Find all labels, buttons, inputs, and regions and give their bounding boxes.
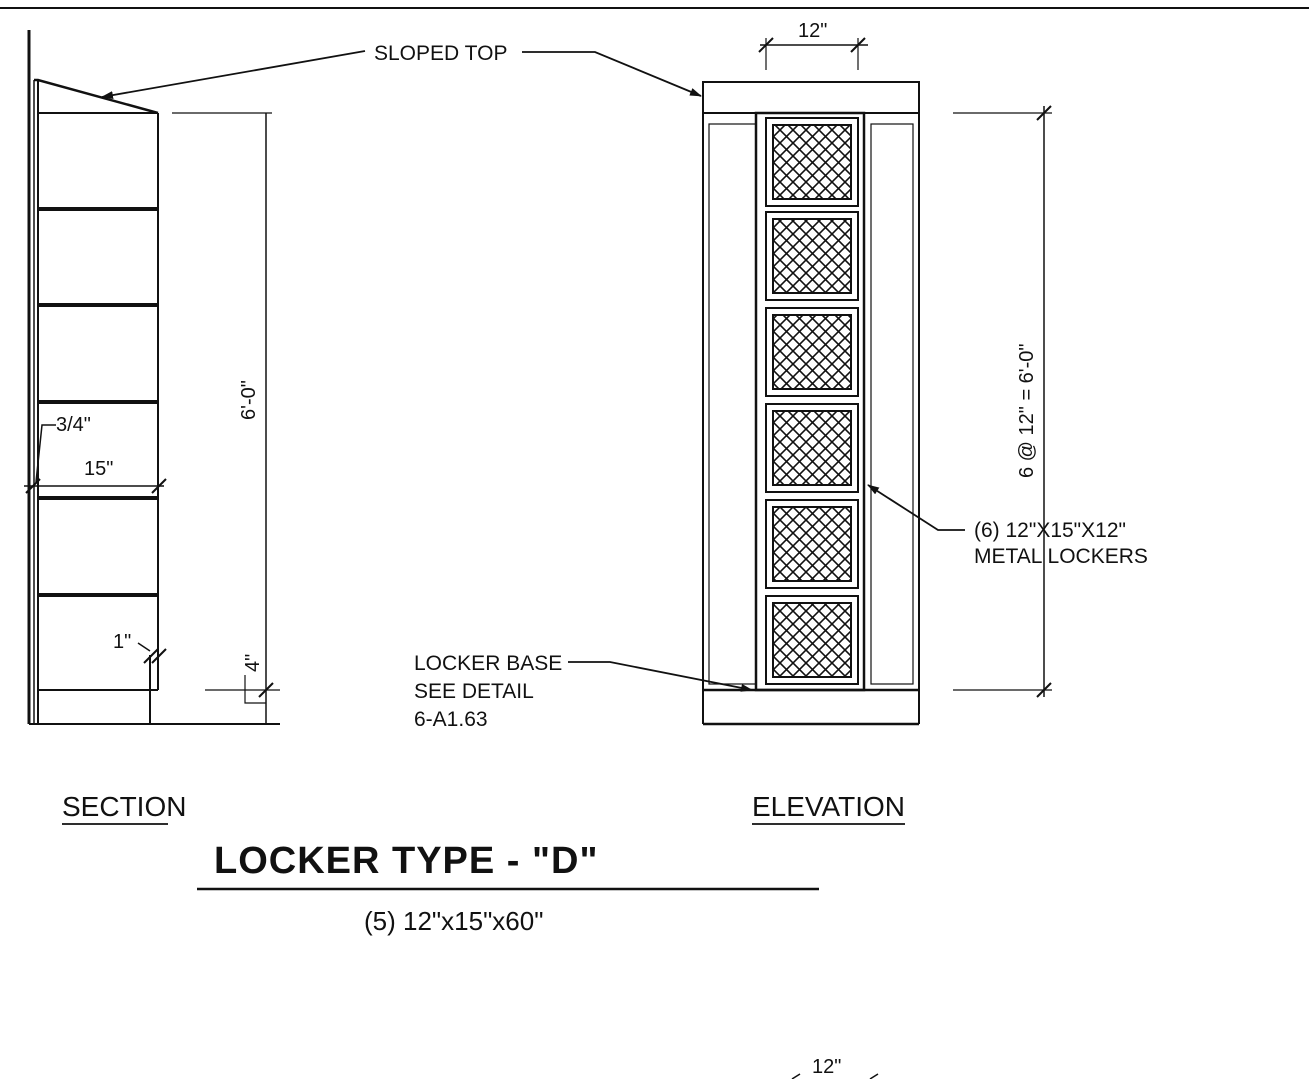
section-view-label: SECTION [62,791,186,822]
metal-lockers-label-line1: (6) 12"X15"X12" [974,519,1126,542]
metal-lockers-label-line2: METAL LOCKERS [974,545,1148,568]
locker-door [765,595,859,685]
gap-leader [137,642,151,652]
section-shelves [38,112,158,691]
right-side-panel-inner [870,123,914,685]
base-dim-leader [244,675,266,704]
locker-base-label-line3: 6-A1.63 [414,708,488,731]
shelf-thickness-leader [35,424,56,483]
section-height-label: 6'-0" [238,380,260,420]
locker-door [765,403,859,493]
elevation-top-cap [702,81,920,114]
locker-base-label-line2: SEE DETAIL [414,680,534,703]
left-side-panel [702,112,757,691]
elev-height-tick-top [1036,105,1052,121]
width-tick-left [758,37,774,53]
sloped-top-leader-left [101,50,366,100]
metal-lockers-leader [867,484,965,531]
locker-base-label-line1: LOCKER BASE [414,652,562,675]
depth-tick-left [25,478,41,494]
locker-door [765,307,859,397]
depth-dimension-label: 15" [84,458,113,480]
width-dimension-label: 12" [798,20,827,42]
gap-tick [151,648,167,664]
locker-base-callout: LOCKER BASE SEE DETAIL 6-A1.63 [414,652,753,731]
locker-door [765,117,859,207]
elevation-view-label: ELEVATION [752,791,905,822]
depth-tick-right [151,478,167,494]
partial-dim-mark [869,1073,879,1079]
sloped-top-leader-right [522,51,702,97]
locker-door [765,499,859,589]
sloped-top-callout: SLOPED TOP [101,42,702,100]
partial-dim-mark [791,1073,801,1079]
shelf-thickness-label: 3/4" [56,414,91,436]
gap-tick [143,648,159,664]
base-dim-tick [258,682,274,698]
locker-column-frame [754,111,866,692]
right-side-panel [863,112,920,691]
locker-doors [765,117,859,685]
sloped-top-label: SLOPED TOP [374,42,507,65]
elevation-view: 12" [702,20,1052,726]
base-height-label: 4" [242,654,264,672]
elev-height-tick-bottom [1036,682,1052,698]
gap-dimension-label: 1" [113,631,131,653]
width-tick-right [850,37,866,53]
drawing-subtitle: (5) 12"x15"x60" [364,906,543,936]
locker-door [765,211,859,301]
elevation-height-label: 6 @ 12" = 6'-0" [1016,343,1038,478]
locker-base-leader [568,661,753,692]
section-view: 15" 3/4" 1" 6'-0" 4" [24,30,280,725]
left-side-panel-inner [708,123,757,685]
partial-width-label: 12" [812,1056,841,1078]
metal-lockers-callout: (6) 12"X15"X12" METAL LOCKERS [867,484,1148,568]
sloped-top-profile [34,78,159,115]
drawing-title: LOCKER TYPE - "D" [214,840,599,882]
